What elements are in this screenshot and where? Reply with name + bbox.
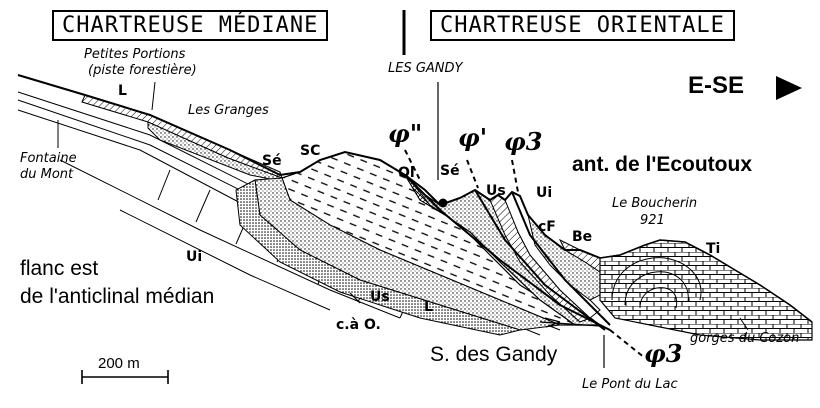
unit-Se-right: Sé bbox=[440, 163, 460, 179]
title-chartreuse-mediane: CHARTREUSE MÉDIANE bbox=[52, 10, 329, 41]
unit-Ol: Ol bbox=[398, 165, 415, 181]
fault-phi-prime: φ' bbox=[458, 123, 488, 152]
fault-phi3-bottom: φ3 bbox=[644, 339, 683, 368]
unit-Us-bottom: Us bbox=[370, 289, 390, 305]
topographic-surface bbox=[17, 74, 601, 259]
direction-label: E-SE bbox=[688, 72, 745, 99]
label-du-mont: du Mont bbox=[20, 167, 74, 182]
label-les-granges: Les Granges bbox=[188, 103, 269, 118]
title-chartreuse-orientale: CHARTREUSE ORIENTALE bbox=[430, 10, 735, 41]
fault-phi-double: φ" bbox=[388, 119, 423, 148]
fault-phi3-top: φ3 bbox=[504, 127, 543, 156]
unit-L-bottom: L bbox=[424, 299, 433, 315]
unit-L-top: L bbox=[118, 83, 127, 99]
label-gorges-du-cozon: gorges du Cozon bbox=[690, 331, 800, 346]
annotation-ecoutoux: ant. de l'Ecoutoux bbox=[572, 153, 753, 176]
unit-Ui-left: Ui bbox=[186, 249, 203, 265]
scale-label: 200 m bbox=[98, 355, 140, 372]
label-petites-portions: Petites Portions bbox=[84, 47, 186, 62]
unit-Be: Be bbox=[572, 229, 593, 245]
direction-arrow-icon bbox=[776, 76, 802, 100]
unit-ca-O: c.à O. bbox=[336, 317, 381, 333]
unit-cF: cF bbox=[538, 219, 556, 235]
unit-Ti: Ti bbox=[706, 241, 721, 257]
annotation-flanc-est: flanc est bbox=[20, 257, 99, 280]
unit-Se-left: Sé bbox=[262, 153, 282, 169]
unit-Ui-right: Ui bbox=[536, 185, 553, 201]
layer-L-bottom bbox=[235, 179, 522, 336]
label-pont-du-lac: Le Pont du Lac bbox=[582, 377, 678, 392]
label-altitude: 921 bbox=[640, 213, 665, 228]
label-les-gandy: LES GANDY bbox=[388, 61, 463, 76]
label-piste-forestiere: (piste forestière) bbox=[88, 63, 197, 78]
unit-Us-right: Us bbox=[486, 183, 506, 199]
annotation-anticlinal-median: de l'anticlinal médian bbox=[20, 285, 215, 308]
annotation-syncline-gandy: S. des Gandy bbox=[430, 343, 558, 366]
label-fontaine: Fontaine bbox=[20, 151, 77, 166]
label-le-boucherin: Le Boucherin bbox=[612, 196, 698, 211]
unit-SC: SC bbox=[300, 143, 321, 159]
